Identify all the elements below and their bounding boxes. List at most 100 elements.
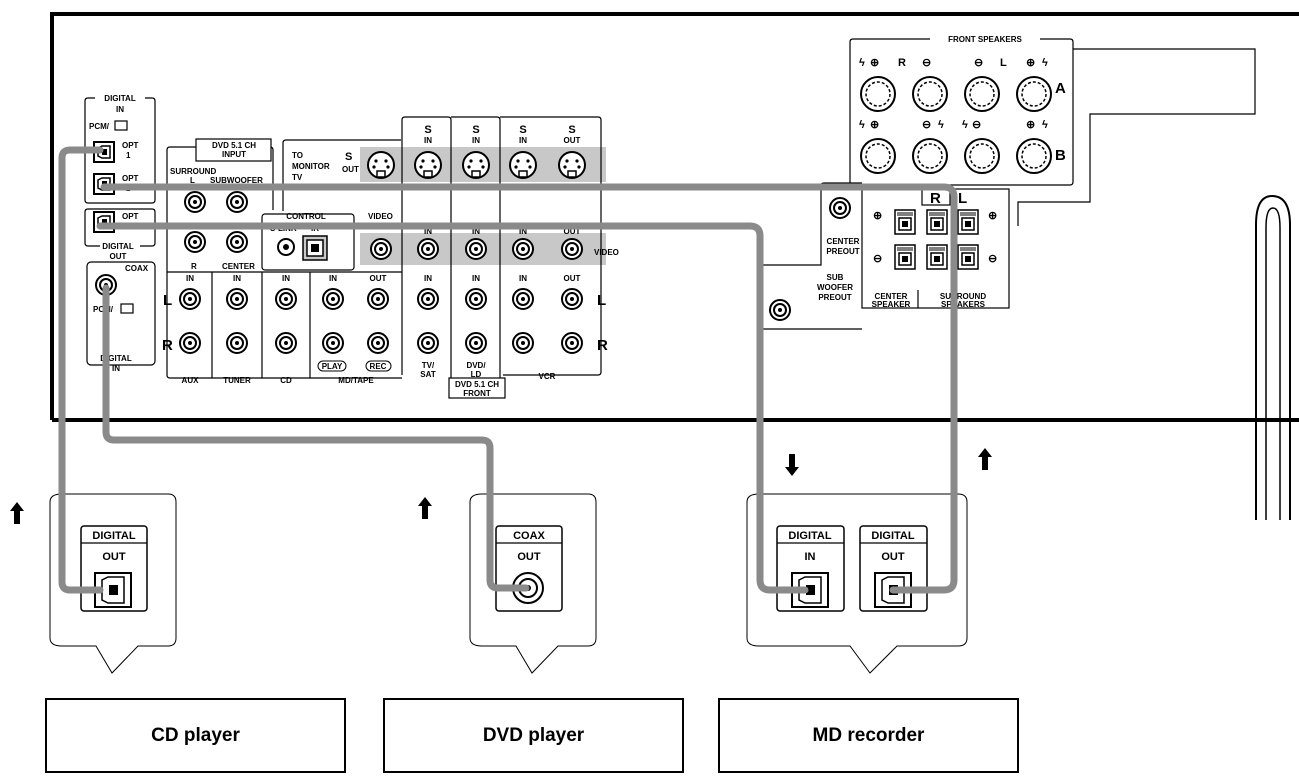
s-header-3: S <box>568 124 575 136</box>
coax-digital-label: DIGITAL <box>100 354 132 363</box>
vcr-s-out-jack[interactable] <box>558 151 586 179</box>
minus-a1: ⊖ <box>922 57 931 69</box>
center-speaker-label-2: SPEAKER <box>872 300 911 309</box>
dvd-r-jack[interactable] <box>465 332 487 354</box>
aux-r-jack[interactable] <box>179 332 201 354</box>
vcr-in-l-jack[interactable] <box>512 288 534 310</box>
surround-minus: ⊖ <box>988 253 997 265</box>
s-header-1-io: IN <box>472 136 480 145</box>
aux-l-jack[interactable] <box>179 288 201 310</box>
vcr-audio-in-label: IN <box>519 274 527 283</box>
digital-out-sub: OUT <box>110 252 127 261</box>
center-minus-clip[interactable] <box>894 244 916 270</box>
md-in-jack-label: IN <box>805 551 816 563</box>
cd-r-jack[interactable] <box>275 332 297 354</box>
dvd-video-in-jack[interactable] <box>465 238 487 260</box>
surround-r-minus-clip[interactable] <box>926 244 948 270</box>
vcr-video-out-jack[interactable] <box>561 238 583 260</box>
sub-preout-jack[interactable] <box>769 299 791 321</box>
md-in-l-jack[interactable] <box>322 288 344 310</box>
dvdld-label-1: DVD/ <box>466 361 486 370</box>
vcr-out-l-jack[interactable] <box>561 288 583 310</box>
tvsat-l-jack[interactable] <box>417 288 439 310</box>
front-b-r-minus[interactable] <box>912 138 948 174</box>
digital-in-sub: IN <box>116 105 124 114</box>
warn-b4: ϟ <box>1042 119 1048 131</box>
center-in-label: CENTER <box>222 262 255 271</box>
dvd-signal-arrow-up <box>418 497 432 519</box>
s-header-2-io: IN <box>519 136 527 145</box>
monitor-s-label: S <box>345 151 352 163</box>
plus-b2: ⊕ <box>1026 119 1035 131</box>
dvdld-label-2: LD <box>471 370 482 379</box>
vcr-video-in-jack[interactable] <box>512 238 534 260</box>
surround-r-jack[interactable] <box>184 231 206 253</box>
front-a-l-plus[interactable] <box>1016 76 1052 112</box>
front-speakers-panel: FRONT SPEAKERS ϟ ⊕ R ⊖ ⊖ L ⊕ ϟ A ϟ ⊕ ⊖ ϟ… <box>849 35 1256 226</box>
vcr-out-r-jack[interactable] <box>561 332 583 354</box>
video-in-label-vcr: IN <box>519 227 527 236</box>
sub-preout-label-2: WOOFER <box>817 283 853 292</box>
surround-r-plus-clip[interactable] <box>926 209 948 235</box>
coax-digital-sub: IN <box>112 364 120 373</box>
column-dividers <box>166 116 602 386</box>
surround-label: SURROUND <box>170 167 216 176</box>
front-b-l-minus[interactable] <box>964 138 1000 174</box>
surround-r-label-top: R <box>930 190 941 207</box>
vcr-s-in-jack[interactable] <box>509 151 537 179</box>
tvsat-r-jack[interactable] <box>417 332 439 354</box>
md-out-jack-heading: DIGITAL <box>871 530 914 542</box>
monitor-video-out-jack[interactable] <box>370 238 392 260</box>
row-l-left: L <box>163 292 172 309</box>
front-a-label: A <box>1055 80 1066 97</box>
cd-l-jack[interactable] <box>275 288 297 310</box>
center-plus-clip[interactable] <box>894 209 916 235</box>
front-b-label: B <box>1055 147 1066 164</box>
tuner-r-jack[interactable] <box>226 332 248 354</box>
subwoofer-jack[interactable] <box>226 191 248 213</box>
monitor-panel: TO MONITOR TV S OUT VIDEO <box>282 139 401 221</box>
md-out-arrow-up <box>978 448 992 470</box>
surround-l-minus-clip[interactable] <box>957 244 979 270</box>
to-label: TO <box>292 151 303 160</box>
md-out-r-jack[interactable] <box>367 332 389 354</box>
tvsat-video-in-jack[interactable] <box>417 238 439 260</box>
monitor-s-out-jack[interactable] <box>367 151 395 179</box>
dvd-l-jack[interactable] <box>465 288 487 310</box>
opt1-num: 1 <box>126 151 131 160</box>
surround-plus: ⊕ <box>988 210 997 222</box>
speaker-terminal-block: R L ⊕ ⊖ ⊕ ⊖ CENTER SPEAKER SURROUND SPEA… <box>861 188 1010 309</box>
dvd-front-label-1: DVD 5.1 CH <box>455 380 499 389</box>
dvd-jack-heading: COAX <box>513 530 545 542</box>
front-a-l-minus[interactable] <box>964 76 1000 112</box>
tuner-l-jack[interactable] <box>226 288 248 310</box>
pcm-label: PCM/ <box>89 122 110 131</box>
digital-in-opt-panel: DIGITAL IN PCM/ OPT 1 OPT 2 <box>84 94 156 204</box>
cable-cd-to-opt1 <box>58 146 104 594</box>
md-out-jack-label: OUT <box>881 551 905 563</box>
opt-out-label: OPT <box>122 212 139 221</box>
dvd-s-in-jack[interactable] <box>462 151 490 179</box>
dolby-digital-icon <box>114 120 128 131</box>
front-b-r-plus[interactable] <box>860 138 896 174</box>
s-header-0-io: IN <box>424 136 432 145</box>
md-out-l-jack[interactable] <box>367 288 389 310</box>
surround-r-label: R <box>191 262 197 271</box>
control-panel: CONTROL S-LINK IR <box>261 212 355 271</box>
center-preout-jack[interactable] <box>829 197 851 219</box>
front-a-r-minus[interactable] <box>912 76 948 112</box>
surround-l-plus-clip[interactable] <box>957 209 979 235</box>
md-in-label: IN <box>329 274 337 283</box>
md-in-r-jack[interactable] <box>322 332 344 354</box>
vcr-in-r-jack[interactable] <box>512 332 534 354</box>
plus-b1: ⊕ <box>870 119 879 131</box>
play-label: PLAY <box>322 362 343 371</box>
front-l-label: L <box>1000 57 1007 69</box>
tvsat-s-in-jack[interactable] <box>414 151 442 179</box>
front-a-r-plus[interactable] <box>860 76 896 112</box>
front-b-l-plus[interactable] <box>1016 138 1052 174</box>
center-in-jack[interactable] <box>226 231 248 253</box>
surround-l-jack[interactable] <box>184 191 206 213</box>
row-r-left: R <box>162 337 173 354</box>
md-recorder-panel: DIGITAL IN DIGITAL OUT <box>746 493 968 674</box>
